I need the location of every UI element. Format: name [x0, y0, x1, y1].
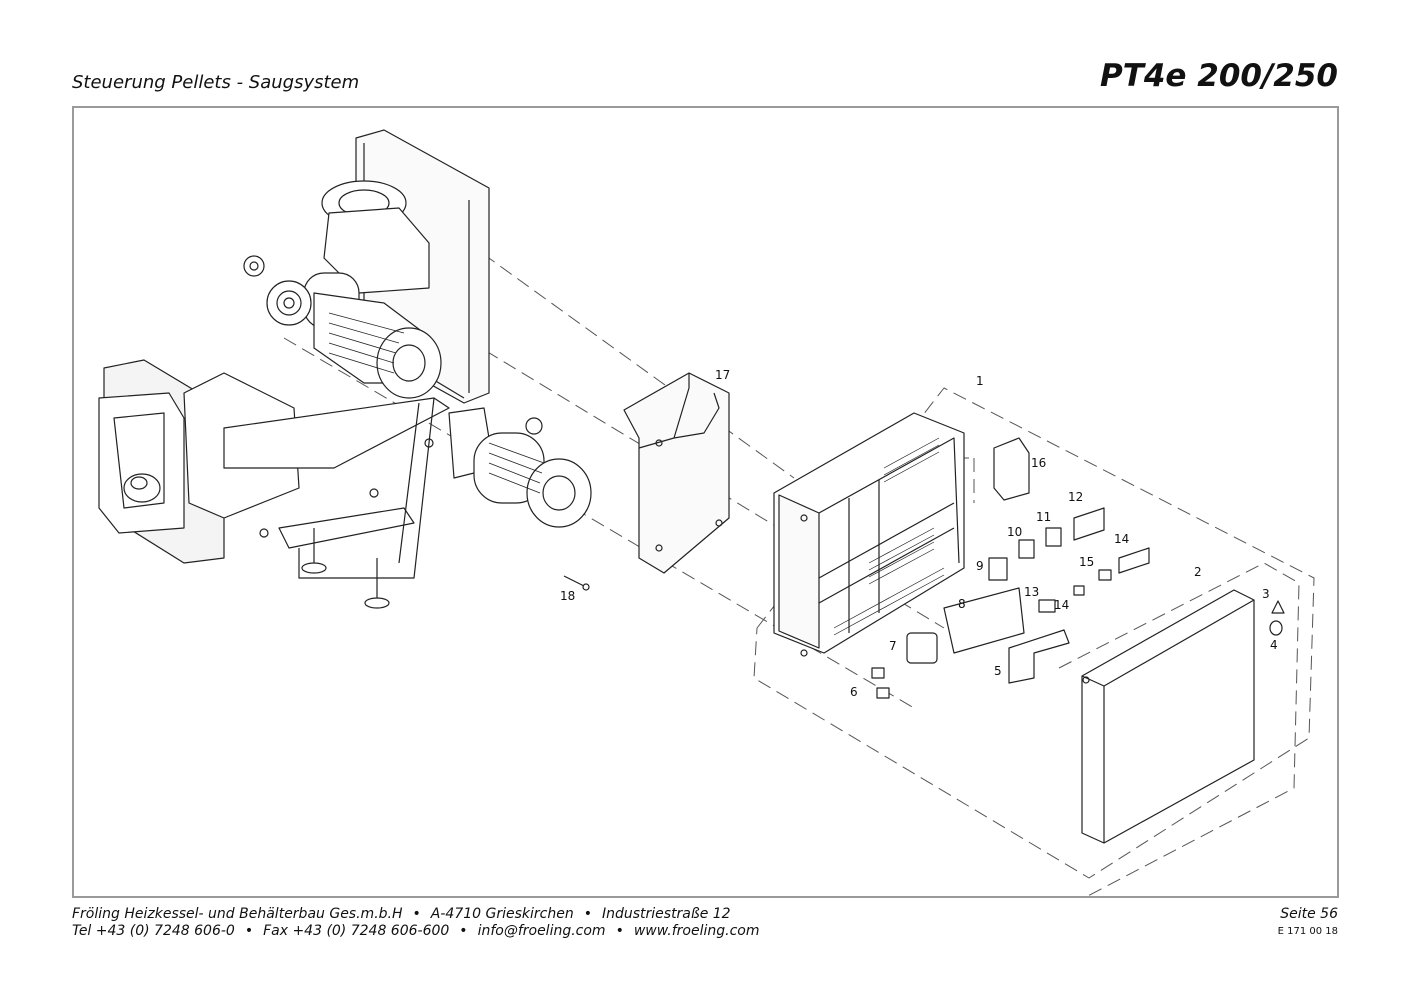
part-label-18: 18 [560, 589, 575, 603]
footer-line-2: Tel +43 (0) 7248 606-0 • Fax +43 (0) 7248 … [72, 923, 760, 940]
company-tel: Tel +43 (0) 7248 606-0 [72, 923, 235, 939]
part-label-14a: 14 [1114, 532, 1129, 546]
cover-part-17 [623, 372, 730, 574]
company-street: Industriestraße 12 [601, 906, 731, 922]
separator-dot: • [615, 923, 624, 939]
part-label-5: 5 [994, 664, 1002, 678]
part-label-17: 17 [715, 368, 730, 382]
company-fax: Fax +43 (0) 7248 606-600 [263, 923, 450, 939]
front-door-part-2 [1081, 589, 1285, 844]
company-city: A-4710 Grieskirchen [430, 906, 574, 922]
part-label-1: 1 [976, 374, 984, 388]
part-labels: 1 2 3 4 5 6 7 8 9 10 11 12 13 14 14 15 1… [560, 368, 1278, 699]
part-label-4: 4 [1270, 638, 1278, 652]
part-label-16: 16 [1031, 456, 1046, 470]
part-label-11: 11 [1036, 510, 1051, 524]
part-label-8: 8 [958, 597, 966, 611]
company-web: www.froeling.com [633, 923, 760, 939]
footer-page-info: Seite 56 E 171 00 18 [1278, 906, 1338, 940]
part-label-14b: 14 [1054, 598, 1069, 612]
part-label-15: 15 [1079, 555, 1094, 569]
company-email: info@froeling.com [477, 923, 606, 939]
company-name: Fröling Heizkessel- und Behälterbau Ges.… [72, 906, 403, 922]
footer-line-1: Fröling Heizkessel- und Behälterbau Ges.… [72, 906, 760, 923]
part-label-2: 2 [1194, 565, 1202, 579]
part-label-7: 7 [889, 639, 897, 653]
part-label-9: 9 [976, 559, 984, 573]
sensor-part-18 [563, 575, 590, 591]
page-subtitle: Steuerung Pellets - Saugsystem [72, 72, 360, 93]
part-label-3: 3 [1262, 587, 1270, 601]
part-label-12: 12 [1068, 490, 1083, 504]
part-label-10: 10 [1007, 525, 1022, 539]
document-code: E 171 00 18 [1277, 926, 1338, 937]
separator-dot: • [412, 906, 421, 922]
page-number: Seite 56 [1280, 906, 1338, 922]
part-label-13: 13 [1024, 585, 1039, 599]
separator-dot: • [583, 906, 592, 922]
exploded-parts-diagram: 1 2 3 4 5 6 7 8 9 10 11 12 13 14 14 15 1… [98, 129, 1315, 896]
page-title: PT4e 200/250 [1100, 58, 1338, 94]
diagram-frame: 1 2 3 4 5 6 7 8 9 10 11 12 13 14 14 15 1… [72, 106, 1339, 898]
separator-dot: • [459, 923, 468, 939]
part-label-6: 6 [850, 685, 858, 699]
separator-dot: • [244, 923, 254, 939]
control-cabinet-part-1 [773, 412, 965, 657]
burner-assembly [98, 129, 592, 609]
footer-contact: Fröling Heizkessel- und Behälterbau Ges.… [72, 906, 760, 940]
small-components [871, 437, 1150, 699]
